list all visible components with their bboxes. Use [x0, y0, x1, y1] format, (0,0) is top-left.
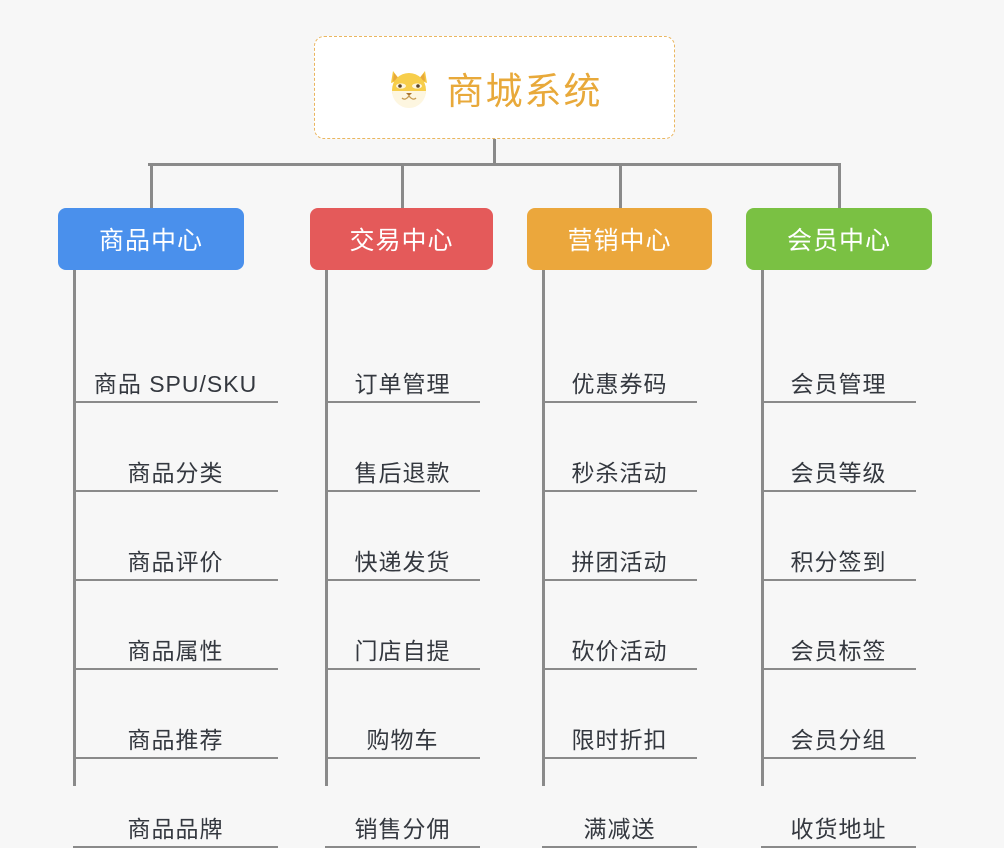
category-label: 营销中心 — [567, 227, 672, 255]
leaf-item-label: 会员管理 — [790, 370, 887, 397]
connector-branch-product-center — [150, 163, 153, 208]
category-box-member-center[interactable]: 会员中心 — [746, 208, 932, 270]
leaf-item[interactable]: 商品属性 — [73, 618, 278, 670]
category-label: 商品中心 — [98, 227, 203, 255]
leaf-item[interactable]: 限时折扣 — [542, 707, 697, 759]
category-box-marketing-center[interactable]: 营销中心 — [527, 208, 712, 270]
leaf-item[interactable]: 秒杀活动 — [542, 440, 697, 492]
leaf-item[interactable]: 收货地址 — [761, 796, 916, 848]
leaf-item[interactable]: 优惠券码 — [542, 351, 697, 403]
leaf-item-label: 商品分类 — [127, 459, 224, 486]
leaf-item-label: 拼团活动 — [571, 548, 668, 575]
leaf-item[interactable]: 商品品牌 — [73, 796, 278, 848]
leaf-item[interactable]: 购物车 — [325, 707, 480, 759]
leaf-item-label: 商品品牌 — [127, 815, 224, 842]
leaf-item[interactable]: 售后退款 — [325, 440, 480, 492]
column-marketing-center: 营销中心优惠券码秒杀活动拼团活动砍价活动限时折扣满减送 — [527, 208, 712, 848]
connector-horizontal-bus — [148, 163, 841, 166]
leaf-item-label: 收货地址 — [790, 815, 887, 842]
category-label: 会员中心 — [786, 227, 891, 255]
leaf-item[interactable]: 会员标签 — [761, 618, 916, 670]
leaf-item[interactable]: 砍价活动 — [542, 618, 697, 670]
leaf-item-label: 商品推荐 — [127, 726, 224, 753]
leaf-item[interactable]: 商品分类 — [73, 440, 278, 492]
shiba-inu-icon — [387, 65, 433, 111]
column-product-center: 商品中心商品 SPU/SKU 商品分类商品评价商品属性商品推荐商品品牌 — [58, 208, 278, 848]
connector-root-stem — [493, 139, 496, 165]
leaf-item-label: 订单管理 — [354, 370, 451, 397]
leaf-item-label: 购物车 — [366, 726, 439, 753]
connector-branch-member-center — [838, 163, 841, 208]
leaf-item-label: 会员等级 — [790, 459, 887, 486]
leaf-item[interactable]: 快递发货 — [325, 529, 480, 581]
connector-spine-member-center — [761, 270, 764, 786]
column-trade-center: 交易中心订单管理售后退款快递发货门店自提购物车销售分佣 — [310, 208, 493, 848]
leaf-item-label: 会员标签 — [790, 637, 887, 664]
root-title: 商城系统 — [446, 70, 603, 112]
leaf-item[interactable]: 拼团活动 — [542, 529, 697, 581]
column-member-center: 会员中心会员管理会员等级积分签到会员标签会员分组收货地址 — [746, 208, 932, 848]
leaf-item-label: 积分签到 — [790, 548, 887, 575]
leaf-item-label: 限时折扣 — [571, 726, 668, 753]
leaf-item-label: 砍价活动 — [571, 637, 668, 664]
leaf-item-label: 销售分佣 — [354, 815, 451, 842]
leaf-item[interactable]: 商品推荐 — [73, 707, 278, 759]
leaf-item[interactable]: 订单管理 — [325, 351, 480, 403]
category-box-product-center[interactable]: 商品中心 — [58, 208, 244, 270]
leaf-item[interactable]: 满减送 — [542, 796, 697, 848]
leaf-item[interactable]: 会员管理 — [761, 351, 916, 403]
leaf-item-label: 售后退款 — [354, 459, 451, 486]
leaf-item[interactable]: 积分签到 — [761, 529, 916, 581]
leaf-item-label: 满减送 — [583, 815, 656, 842]
category-box-trade-center[interactable]: 交易中心 — [310, 208, 493, 270]
leaf-item[interactable]: 商品 SPU/SKU — [73, 351, 278, 403]
leaf-item[interactable]: 会员分组 — [761, 707, 916, 759]
leaf-item-label: 商品 SPU/SKU — [93, 370, 258, 397]
connector-branch-marketing-center — [619, 163, 622, 208]
connector-spine-product-center — [73, 270, 76, 786]
leaf-item[interactable]: 销售分佣 — [325, 796, 480, 848]
connector-spine-marketing-center — [542, 270, 545, 786]
leaf-item-label: 秒杀活动 — [571, 459, 668, 486]
leaf-item-label: 商品评价 — [127, 548, 224, 575]
leaf-item-label: 会员分组 — [790, 726, 887, 753]
leaf-item[interactable]: 会员等级 — [761, 440, 916, 492]
root-node-shop-system[interactable]: 商城系统 — [314, 36, 675, 139]
leaf-item-label: 优惠券码 — [571, 370, 668, 397]
leaf-item-label: 门店自提 — [354, 637, 451, 664]
leaf-item-label: 快递发货 — [354, 548, 451, 575]
leaf-item[interactable]: 门店自提 — [325, 618, 480, 670]
leaf-item-label: 商品属性 — [127, 637, 224, 664]
leaf-item[interactable]: 商品评价 — [73, 529, 278, 581]
connector-branch-trade-center — [401, 163, 404, 208]
connector-spine-trade-center — [325, 270, 328, 786]
category-label: 交易中心 — [349, 227, 454, 255]
